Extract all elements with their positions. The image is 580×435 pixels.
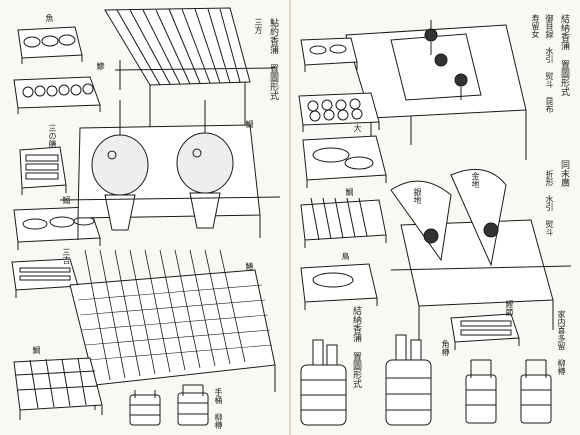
left-bucket-label: 手桶 柳樽 (214, 388, 223, 429)
small-tray-2 (13, 76, 101, 114)
sake-barrel-1 (300, 339, 347, 426)
right-top-small: 寿留女 (531, 14, 540, 38)
left-fish-label: 魚 (45, 14, 54, 22)
left-mid-label: 鯛 (245, 120, 254, 128)
left-tray-title: 三方 (254, 18, 263, 34)
left-small-1: 鯵 (96, 62, 105, 70)
fan-tray (390, 168, 572, 345)
right-bottom-caption: 結納香蒲 置圖形式 (351, 306, 361, 388)
right-shelf-1: 鯛 (345, 188, 354, 196)
small-tray-1 (17, 26, 83, 64)
right-mid-note: 折形 水引 熨斗 (545, 170, 554, 236)
book-gutter (289, 0, 291, 435)
betrothal-gift-tray (345, 20, 527, 160)
left-grill-label: 鰆 (245, 262, 254, 270)
right-shelf-3: 鳥 (341, 252, 350, 260)
right-shelf-2: 大 (353, 124, 362, 132)
left-small-3: 鰯 (62, 196, 71, 204)
handled-bucket-1 (465, 359, 497, 424)
small-tray-5 (11, 258, 79, 298)
grill-rack (69, 249, 276, 410)
small-tray-3 (19, 146, 67, 195)
right-small-tray-1 (300, 37, 358, 72)
right-fish-tray (302, 135, 387, 188)
left-small-4: 三吉 (62, 248, 71, 264)
bucket-1 (129, 390, 161, 426)
left-page-illustration (11, 7, 281, 426)
handled-bucket-2 (520, 359, 552, 424)
right-fan-1: 銀地 (413, 188, 422, 204)
left-small-2: 三の膳 (48, 124, 57, 148)
bird-tray (300, 263, 378, 310)
right-page-illustration (298, 20, 572, 426)
left-page: 鮎約香蒲 置圖形式 三方 鯛 魚 鯵 三の膳 鰯 三吉 鰆 鯛 手桶 柳樽 (0, 0, 289, 435)
right-fan-2: 金地 (471, 172, 480, 188)
skewer-tray (300, 197, 387, 248)
right-mid-caption: 同末廣 (559, 160, 569, 187)
small-grate (13, 357, 103, 420)
right-small-tray-2 (298, 92, 380, 132)
fish-tray (59, 100, 281, 240)
left-bottom-label: 鯛 (32, 346, 41, 354)
left-caption-main: 鮎約香蒲 置圖形式 (268, 18, 278, 100)
right-top-note: 御目録 水引 熨斗 昆布 (545, 14, 554, 113)
right-small-tray-3 (450, 313, 520, 350)
right-top-caption: 結納香蒲 置圖形式 (559, 14, 569, 96)
right-bucket-note: 角樽 (441, 340, 450, 356)
sake-barrel-2 (385, 334, 432, 426)
bucket-2 (177, 384, 209, 426)
right-side-note: 家内喜多留 柳樽 (557, 310, 566, 375)
right-small-tray-label: 鰹節 (505, 300, 514, 316)
right-page: 結納香蒲 置圖形式 御目録 水引 熨斗 昆布 寿留女 同末廣 折形 水引 熨斗 … (291, 0, 580, 435)
